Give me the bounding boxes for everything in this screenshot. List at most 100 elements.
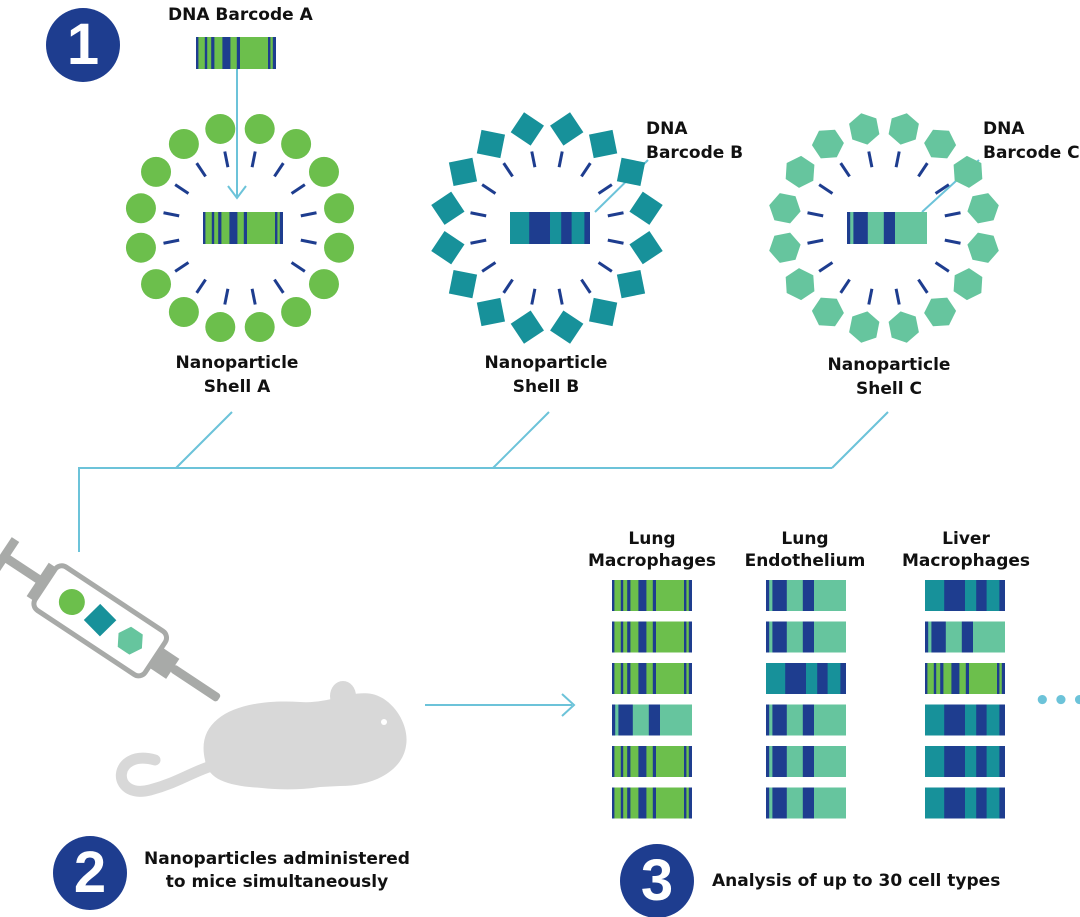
nanoparticle-shell-b-ligand-6 — [588, 297, 618, 327]
nanoparticle-shell-c-linker-1 — [917, 162, 929, 178]
nanoparticle-shell-b-ligand-14 — [476, 129, 506, 159]
nanoparticle-shell-c-ligand-7 — [888, 311, 919, 343]
nanoparticle-shell-b-ligand-15 — [510, 112, 544, 146]
nanoparticle-shell-c-ligand-4 — [967, 232, 999, 263]
nanoparticle-shell-a-ligand-0 — [244, 113, 275, 144]
nanoparticle-shell-c-linker-2 — [934, 183, 950, 195]
step-2-caption-line2: to mice simultaneously — [165, 872, 389, 892]
nanoparticle-shell-c-ligand-3 — [967, 193, 999, 224]
nanoparticle-shell-a-ligand-3 — [324, 193, 355, 224]
barcode-a-stripe-4 — [230, 37, 237, 69]
nanoparticle-shell-a-linker-14 — [195, 162, 207, 178]
cell-column-2-barcode-3-stripe-1 — [766, 663, 786, 694]
cell-column-3-barcode-5-stripe-2 — [965, 746, 977, 777]
cell-column-3-barcode-6-stripe-2 — [965, 787, 977, 819]
nanoparticle-shell-b-ligand-1 — [588, 129, 618, 159]
cell-column-1-barcode-6-stripe-6 — [686, 787, 689, 819]
cell-column-2-barcode-3-stripe-2 — [806, 663, 818, 694]
cell-column-3-barcode-4-stripe-3 — [986, 704, 1000, 736]
nanoparticle-shell-c-linker-15 — [867, 151, 874, 168]
collector-line — [78, 467, 832, 552]
nanoparticle-shell-c-ligand-11 — [769, 232, 801, 263]
cell-column-1-barcode-3-stripe-2 — [623, 663, 628, 694]
barcode-a-stripe-3 — [214, 37, 223, 69]
nanoparticle-shell-b-linker-12 — [470, 211, 487, 218]
nanoparticle-shell-c-ligand-14 — [811, 129, 844, 159]
nanoparticle-shell-a-ligand-8 — [205, 312, 236, 343]
nanoparticle-shell-c-linker-0 — [894, 151, 901, 168]
cell-column-2-barcode-5-stripe-1 — [769, 746, 773, 777]
analysis-arrow-head — [561, 693, 576, 717]
mouse-tail — [115, 752, 221, 797]
cell-column-2-barcode-1-stripe-1 — [769, 580, 773, 611]
column-2-title-line2: Endothelium — [744, 551, 866, 571]
nanoparticle-shell-b-linker-10 — [481, 261, 497, 273]
cell-column-2-barcode-6-stripe-1 — [769, 787, 773, 819]
cell-column-3-barcode-6-stripe-3 — [986, 787, 1000, 819]
nanoparticle-shell-a-ligand-9 — [168, 296, 199, 327]
nanoparticle-shell-b-linker-4 — [607, 238, 624, 245]
cell-column-3-barcode-3-stripe-5 — [969, 663, 997, 694]
nanoparticle-shell-b-linker-13 — [481, 183, 497, 195]
nanoparticle-shell-a-linker-5 — [290, 261, 306, 273]
cell-column-2-barcode-5-stripe-2 — [786, 746, 803, 777]
cell-column-1-barcode-5-stripe-5 — [656, 746, 684, 777]
cell-column-1-barcode-5-stripe-6 — [686, 746, 689, 777]
nanoparticle-shell-a-linker-4 — [300, 238, 317, 245]
cell-column-1-barcode-6-stripe-3 — [630, 787, 639, 819]
nanoparticle-shell-c-ligand-0 — [888, 113, 919, 145]
nanoparticle-shell-a-core-barcode-stripe-6 — [277, 212, 280, 244]
nanoparticle-shell-c-linker-13 — [818, 183, 834, 195]
cell-column-1-barcode-3-stripe-1 — [614, 663, 621, 694]
cell-column-1-barcode-1-stripe-2 — [623, 580, 628, 611]
barcode-a-stripe-5 — [240, 37, 268, 69]
nanoparticle-shell-c-linker-12 — [807, 211, 824, 218]
nanoparticle-shell-c-ligand-5 — [953, 268, 983, 301]
nanoparticle-shell-a-linker-11 — [163, 238, 180, 245]
nanoparticle-shell-a-linker-3 — [300, 211, 317, 218]
nanoparticle-shell-a-ligand-4 — [324, 232, 355, 263]
nanoparticle-shell-b-linker-0 — [557, 151, 564, 168]
nanoparticle-shell-b-linker-14 — [502, 162, 514, 178]
cell-column-3-barcode-3-stripe-3 — [943, 663, 952, 694]
nanoparticle-shell-b-linker-2 — [597, 183, 613, 195]
nanoparticle-shell-b-ligand-11 — [431, 231, 465, 265]
cell-column-3-barcode-3-stripe-4 — [959, 663, 966, 694]
cell-column-1-barcode-6-stripe-2 — [623, 787, 628, 819]
cell-column-1-barcode-2-stripe-2 — [623, 621, 628, 653]
cell-column-1-barcode-5-stripe-3 — [630, 746, 639, 777]
cell-column-1-barcode-4-stripe-1 — [615, 704, 619, 736]
cell-column-1-barcode-1-stripe-5 — [656, 580, 684, 611]
shell-b-connector — [492, 411, 550, 469]
column-2-title-line1: Lung — [781, 529, 829, 549]
nanoparticle-shell-c-linker-14 — [839, 162, 851, 178]
cell-column-1-barcode-4-stripe-3 — [660, 704, 692, 736]
nanoparticle-shell-a-core-barcode-stripe-2 — [214, 212, 219, 244]
nanoparticle-shell-c-ligand-9 — [811, 297, 844, 327]
cell-column-3-barcode-1-stripe-1 — [925, 580, 945, 611]
cell-column-2-barcode-3-stripe-3 — [827, 663, 841, 694]
nanoparticle-shell-a-linker-0 — [250, 151, 257, 168]
barcode-a-stripe-1 — [198, 37, 205, 69]
cell-column-2-barcode-6-stripe-2 — [786, 787, 803, 819]
cell-column-1-barcode-2-stripe-4 — [646, 621, 653, 653]
cell-column-1-barcode-2-stripe-1 — [614, 621, 621, 653]
nanoparticle-shell-a-ligand-5 — [308, 269, 339, 300]
cell-column-1-barcode-1-stripe-6 — [686, 580, 689, 611]
nanoparticle-shell-a-linker-15 — [223, 151, 230, 168]
cell-column-3-barcode-3-stripe-2 — [936, 663, 941, 694]
nanoparticle-shell-b-core-barcode-stripe-2 — [550, 212, 562, 244]
cell-column-2-barcode-2-stripe-1 — [769, 621, 773, 653]
nanoparticle-shell-a-core-barcode-stripe-5 — [247, 212, 275, 244]
step-3-caption: Analysis of up to 30 cell types — [712, 871, 1001, 891]
nanoparticle-shell-b-linker-6 — [580, 278, 592, 294]
nanoparticle-shell-b-linker-11 — [470, 238, 487, 245]
nanoparticle-shell-c-linker-9 — [839, 278, 851, 294]
column-1-title-line1: Lung — [628, 529, 676, 549]
cell-column-2-barcode-1-stripe-2 — [786, 580, 803, 611]
nanoparticle-shell-a-linker-9 — [195, 278, 207, 294]
nanoparticle-shell-b-ligand-0 — [550, 112, 584, 146]
barcode-a-arrow-head — [227, 185, 247, 200]
